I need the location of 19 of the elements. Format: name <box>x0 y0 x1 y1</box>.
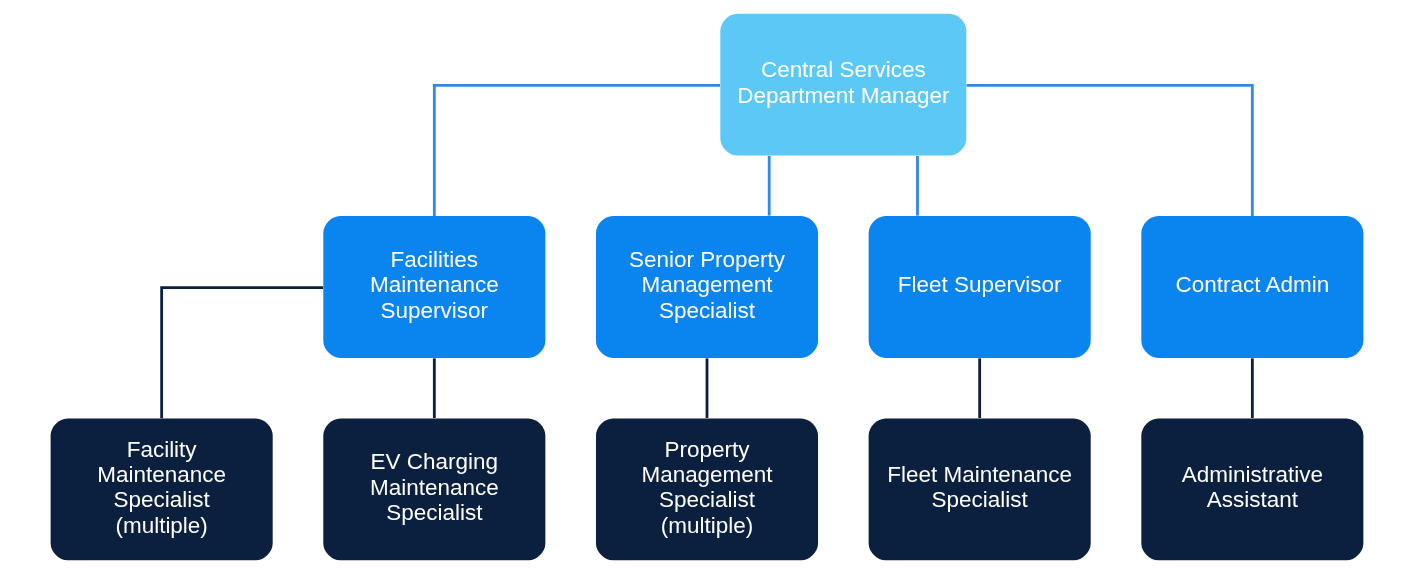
connector <box>432 358 436 418</box>
connector <box>432 83 720 216</box>
node-box: Senior Property Management Specialist <box>595 216 818 358</box>
connector <box>966 83 1254 216</box>
connector <box>159 286 323 419</box>
node-box: Contract Admin <box>1140 216 1363 358</box>
node-box: Facilities Maintenance Supervisor <box>322 216 545 358</box>
connector <box>1250 358 1254 418</box>
connector <box>977 358 981 418</box>
node-box: Fleet Supervisor <box>868 216 1091 358</box>
node-box: Central Services Department Manager <box>719 13 966 156</box>
connector <box>767 155 771 216</box>
connector <box>705 358 708 418</box>
node-box: Property Management Specialist (multiple) <box>595 418 818 561</box>
node-box: Facility Maintenance Specialist (multiple) <box>50 418 273 561</box>
connector <box>915 155 919 216</box>
node-box: EV Charging Maintenance Specialist <box>322 418 545 561</box>
node-box: Fleet Maintenance Specialist <box>868 418 1091 561</box>
node-box: Administrative Assistant <box>1140 418 1363 561</box>
